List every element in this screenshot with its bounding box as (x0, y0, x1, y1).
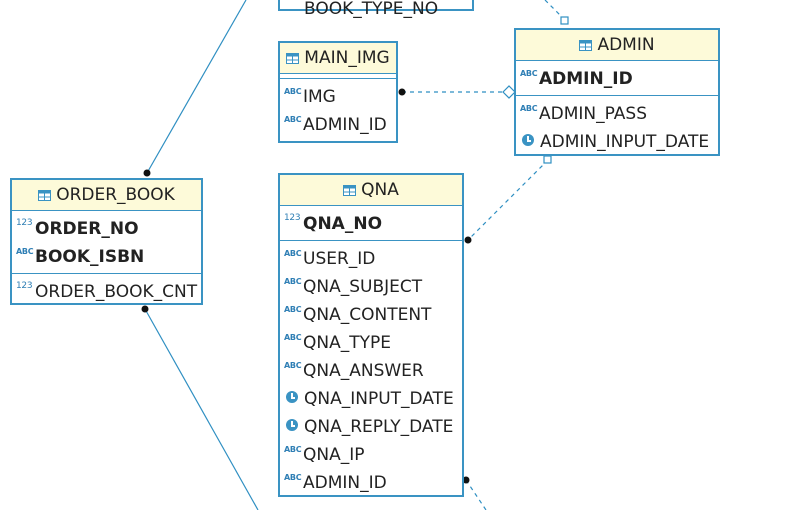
table-icon (286, 52, 300, 64)
entity-header: ADMIN (516, 30, 718, 61)
table-icon (38, 189, 52, 201)
column-name: QNA_REPLY_DATE (304, 417, 454, 437)
column-name: QNA_SUBJECT (303, 277, 423, 297)
table-icon (343, 184, 357, 196)
num-type-icon: 123 (284, 213, 301, 223)
column-name: ORDER_NO (35, 219, 139, 239)
relation-line-orderbook-bottom (144, 308, 259, 510)
abc-type-icon: ABC (284, 444, 302, 454)
entity-title: ORDER_BOOK (56, 185, 175, 205)
entity-header: ORDER_BOOK (12, 180, 201, 211)
entity-title: ADMIN (597, 35, 655, 55)
column-name: IMG (303, 87, 336, 107)
clock-icon (522, 134, 534, 146)
relation-end-dot (143, 169, 151, 177)
relation-square (560, 16, 569, 25)
relation-end-dot (464, 236, 472, 244)
column-name: ADMIN_ID (303, 115, 387, 135)
column-name: QNA_IP (303, 445, 365, 465)
relation-line-orderbook-top (146, 0, 247, 174)
table-icon (579, 39, 593, 51)
book-type-partial-label: BOOK_TYPE_NO (304, 0, 439, 19)
num-type-icon: 123 (16, 281, 33, 291)
abc-type-icon: ABC (284, 248, 302, 258)
column-name: QNA_ANSWER (303, 361, 424, 381)
relation-end-dot (141, 305, 149, 313)
column-row[interactable]: ADMIN_INPUT_DATE (516, 128, 718, 156)
column-name: ADMIN_PASS (539, 104, 647, 124)
column-name: USER_ID (303, 249, 376, 269)
abc-type-icon: ABC (520, 103, 538, 113)
clock-icon (286, 391, 298, 403)
abc-type-icon: ABC (284, 304, 302, 314)
entity-book-type[interactable]: BOOK_TYPE_NO (278, 0, 474, 19)
relation-end-dot (462, 476, 470, 484)
abc-type-icon: ABC (284, 332, 302, 342)
abc-type-icon: ABC (284, 360, 302, 370)
column-name: QNA_CONTENT (303, 305, 432, 325)
column-name: ORDER_BOOK_CNT (35, 282, 198, 302)
column-name: BOOK_ISBN (35, 247, 145, 267)
entity-header: QNA (280, 175, 462, 206)
entity-header: MAIN_IMG (280, 43, 396, 74)
column-name: ADMIN_ID (539, 69, 633, 89)
column-name: QNA_NO (303, 214, 383, 234)
column-row[interactable]: QNA_INPUT_DATE (280, 385, 462, 413)
abc-type-icon: ABC (284, 114, 302, 124)
relation-line-admin-qna (467, 159, 549, 241)
clock-icon (286, 419, 298, 431)
column-name: ADMIN_ID (303, 473, 387, 493)
relation-square (543, 155, 552, 164)
relation-end-dot (398, 88, 406, 96)
key-section (280, 74, 396, 79)
abc-type-icon: ABC (520, 68, 538, 78)
column-name: QNA_INPUT_DATE (304, 389, 454, 409)
abc-type-icon: ABC (284, 86, 302, 96)
column-name: QNA_TYPE (303, 333, 391, 353)
entity-title: MAIN_IMG (304, 48, 390, 68)
column-row[interactable]: QNA_REPLY_DATE (280, 413, 462, 441)
entity-title: QNA (361, 180, 399, 200)
column-name: ADMIN_INPUT_DATE (540, 132, 710, 152)
relation-line-qna-bottom (465, 479, 487, 510)
abc-type-icon: ABC (16, 246, 34, 256)
abc-type-icon: ABC (284, 472, 302, 482)
abc-type-icon: ABC (284, 276, 302, 286)
num-type-icon: 123 (16, 218, 33, 228)
